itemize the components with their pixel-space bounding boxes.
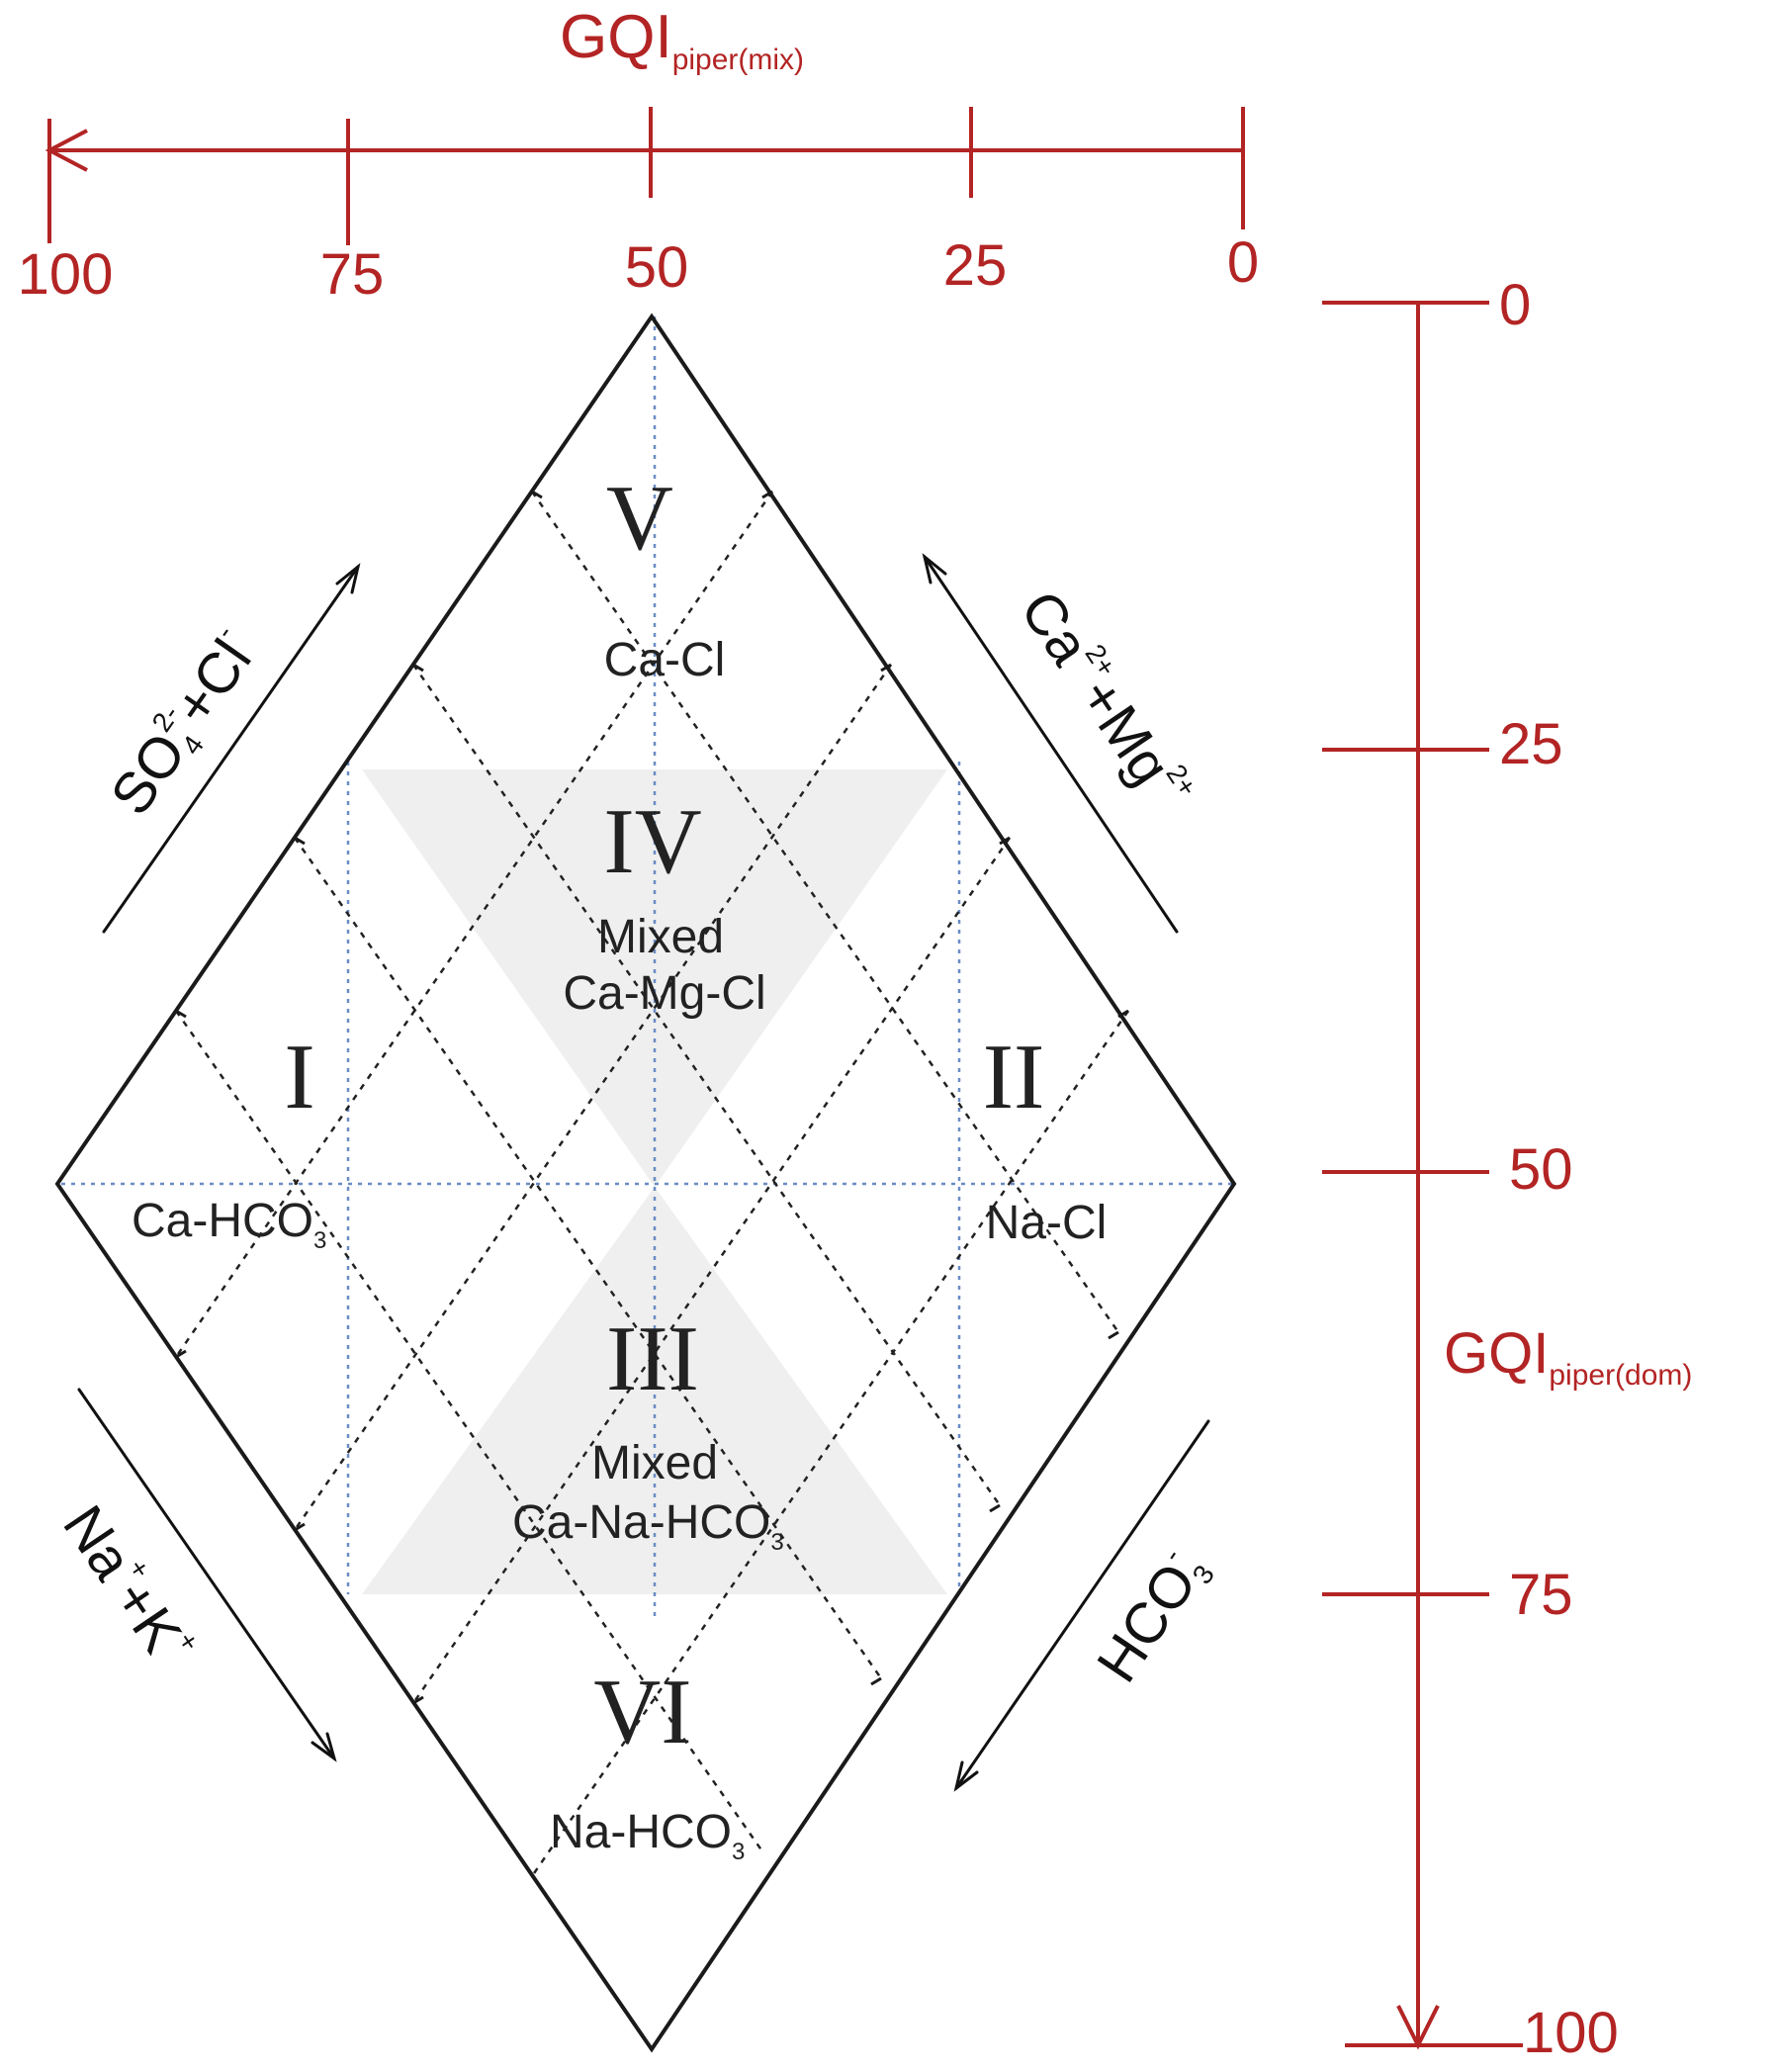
zone-iv-numeral: IV — [603, 790, 701, 893]
zone-iv-label-line1: Mixed — [597, 911, 724, 963]
right-axis-tick-label: 50 — [1509, 1137, 1573, 1202]
zone-iii-numeral: III — [606, 1307, 699, 1410]
arrow-lower-right-shaft — [954, 1419, 1210, 1790]
arrow-lower-left-shaft — [77, 1388, 336, 1760]
blue-guide-lines — [61, 316, 1234, 1622]
top-axis-title-sub: piper(mix) — [672, 44, 804, 76]
zone-ii-numeral: II — [983, 1026, 1045, 1128]
mixed-zone-lower-shade — [362, 1187, 947, 1594]
top-axis-tick-label: 75 — [320, 242, 385, 307]
right-axis-tick-label: 75 — [1509, 1563, 1573, 1627]
top-axis-tick-label: 50 — [625, 235, 689, 300]
zone-iii-label-line1: Mixed — [591, 1437, 718, 1489]
side-arrows — [77, 553, 1210, 1792]
zone-i-numeral: I — [284, 1026, 314, 1128]
arrow-upper-left-head — [335, 563, 361, 594]
right-axis-tick-label: 25 — [1499, 712, 1563, 776]
zone-v-label: Ca-Cl — [604, 634, 726, 686]
right-axis-title: GQIpiper(dom) — [1444, 1321, 1692, 1392]
right-axis-title-main: GQI — [1444, 1321, 1549, 1386]
diamond-edge-ticks — [175, 490, 1129, 1705]
zone-vi-numeral: VI — [593, 1661, 691, 1763]
label-na-k: Na++K+ — [50, 1492, 206, 1677]
label-ca-mg: Ca2++Mg2+ — [1008, 578, 1203, 822]
zone-iv-label-line2: Ca-Mg-Cl — [563, 967, 765, 1020]
right-axis-title-sub: piper(dom) — [1549, 1359, 1692, 1392]
zone-vi-label: Na-HCO3 — [550, 1806, 745, 1865]
zone-i-label: Ca-HCO3 — [132, 1195, 326, 1254]
top-axis-tick-label: 100 — [18, 242, 114, 307]
top-gqi-axis — [44, 107, 1245, 245]
arrow-lower-right-head — [953, 1760, 979, 1792]
right-axis-arrowhead — [1396, 2005, 1440, 2050]
arrow-lower-left-head — [311, 1732, 337, 1762]
piper-diamond-outline — [54, 313, 1237, 2053]
top-axis-tick-label: 25 — [943, 233, 1008, 298]
label-hco3: HCO3- — [1084, 1539, 1220, 1695]
top-axis-title: GQIpiper(mix) — [560, 3, 804, 76]
top-axis-tick-label: 0 — [1227, 230, 1259, 295]
arrow-upper-left-shaft — [102, 565, 360, 934]
right-gqi-axis — [1322, 301, 1523, 2050]
arrow-upper-right-shaft — [923, 555, 1179, 934]
zone-v-numeral: V — [606, 467, 673, 570]
right-axis-tick-label: 100 — [1523, 2001, 1619, 2065]
black-grid-lines — [174, 491, 1130, 1877]
zone-iii-label-line2: Ca-Na-HCO3 — [512, 1496, 784, 1556]
top-axis-arrowhead — [44, 129, 88, 172]
arrow-upper-right-head — [922, 553, 947, 585]
label-so4-cl: SO42-+Cl- — [96, 619, 272, 828]
top-axis-title-main: GQI — [560, 3, 672, 71]
zone-ii-label: Na-Cl — [986, 1197, 1108, 1249]
right-axis-tick-label: 0 — [1499, 273, 1531, 337]
